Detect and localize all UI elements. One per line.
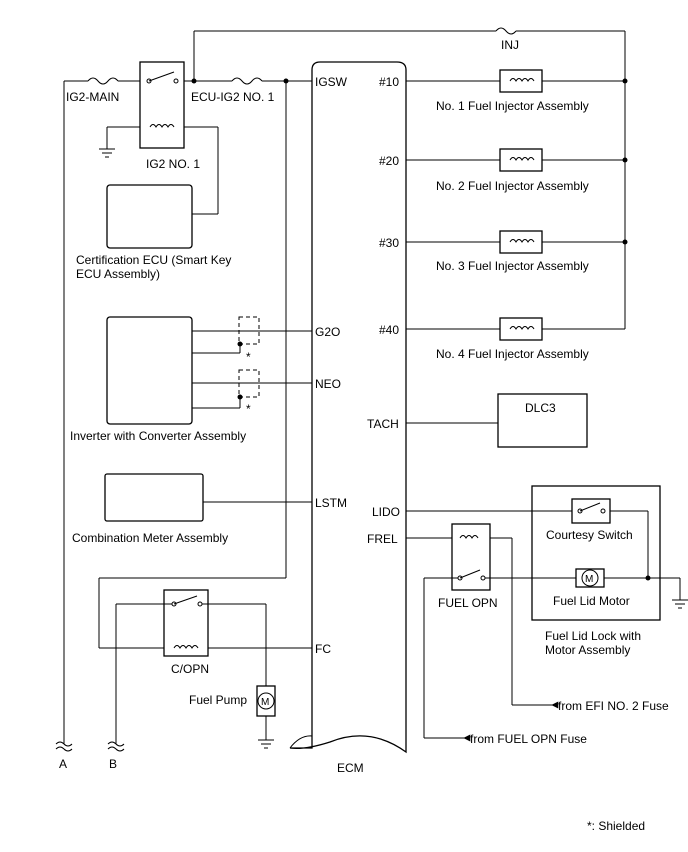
certification-ecu-label-1: Certification ECU (Smart Key [76, 253, 231, 267]
g2o-shield [238, 316, 260, 345]
injector-4 [406, 317, 625, 341]
fuel-opn-relay-label: FUEL OPN [438, 596, 498, 610]
certification-ecu-label-2: ECU Assembly) [76, 267, 160, 281]
ecm-block [289, 61, 407, 754]
fuel-lid-motor-m: M [585, 574, 593, 585]
pin-40: #40 [379, 323, 399, 337]
ig2-relay [139, 61, 185, 149]
courtesy-switch-label: Courtesy Switch [546, 528, 633, 542]
pin-frel: FREL [367, 532, 398, 546]
injector-2 [406, 148, 628, 172]
injector-1-label: No. 1 Fuel Injector Assembly [436, 99, 589, 113]
combination-meter [104, 473, 204, 522]
connector-a: A [59, 757, 67, 771]
ecu-ig2-fuse [231, 77, 263, 85]
injector-2-label: No. 2 Fuel Injector Assembly [436, 179, 589, 193]
pin-g2o: G2O [315, 325, 340, 339]
fuel-lid-lock-label-1: Fuel Lid Lock with [545, 629, 641, 643]
shielded-note: *: Shielded [587, 819, 645, 833]
fuel-lid-lock-label-2: Motor Assembly [545, 643, 630, 657]
ig2-main-fuse-label: IG2-MAIN [66, 90, 119, 104]
ig2-main-fuse [87, 77, 119, 85]
pin-tach: TACH [367, 417, 399, 431]
dlc3-label: DLC3 [525, 401, 556, 415]
pin-30: #30 [379, 236, 399, 250]
inverter-converter-label: Inverter with Converter Assembly [70, 429, 246, 443]
injector-1 [406, 69, 628, 93]
ig2-relay-label: IG2 NO. 1 [146, 157, 200, 171]
neo-shield [238, 369, 260, 398]
inj-fuse [495, 27, 517, 35]
inj-fuse-label: INJ [501, 38, 519, 52]
injector-3-label: No. 3 Fuel Injector Assembly [436, 259, 589, 273]
pin-20: #20 [379, 154, 399, 168]
inverter-converter [106, 316, 193, 425]
from-efi-no2-fuse: from EFI NO. 2 Fuse [558, 699, 669, 713]
fuel-pump-m: M [261, 697, 269, 708]
certification-ecu [106, 184, 193, 249]
from-fuel-opn-fuse: from FUEL OPN Fuse [470, 732, 587, 746]
dlc3 [497, 393, 588, 448]
g2o-shield-mark: * [246, 350, 251, 364]
ecu-ig2-fuse-label: ECU-IG2 NO. 1 [191, 90, 275, 104]
pin-lido: LIDO [372, 505, 400, 519]
combination-meter-label: Combination Meter Assembly [72, 531, 228, 545]
neo-shield-mark: * [246, 402, 251, 416]
fuel-lid-motor-label: Fuel Lid Motor [553, 594, 630, 608]
copn-relay-label: C/OPN [171, 662, 209, 676]
connector-b: B [109, 757, 117, 771]
injector-3 [406, 230, 628, 254]
copn-relay [163, 589, 209, 657]
pin-fc: FC [315, 642, 331, 656]
pin-10: #10 [379, 75, 399, 89]
injector-4-label: No. 4 Fuel Injector Assembly [436, 347, 589, 361]
pin-neo: NEO [315, 377, 341, 391]
pin-lstm: LSTM [315, 496, 347, 510]
pin-igsw: IGSW [315, 75, 348, 89]
fuel-pump-label: Fuel Pump [189, 693, 247, 707]
ecm-label: ECM [337, 761, 364, 775]
